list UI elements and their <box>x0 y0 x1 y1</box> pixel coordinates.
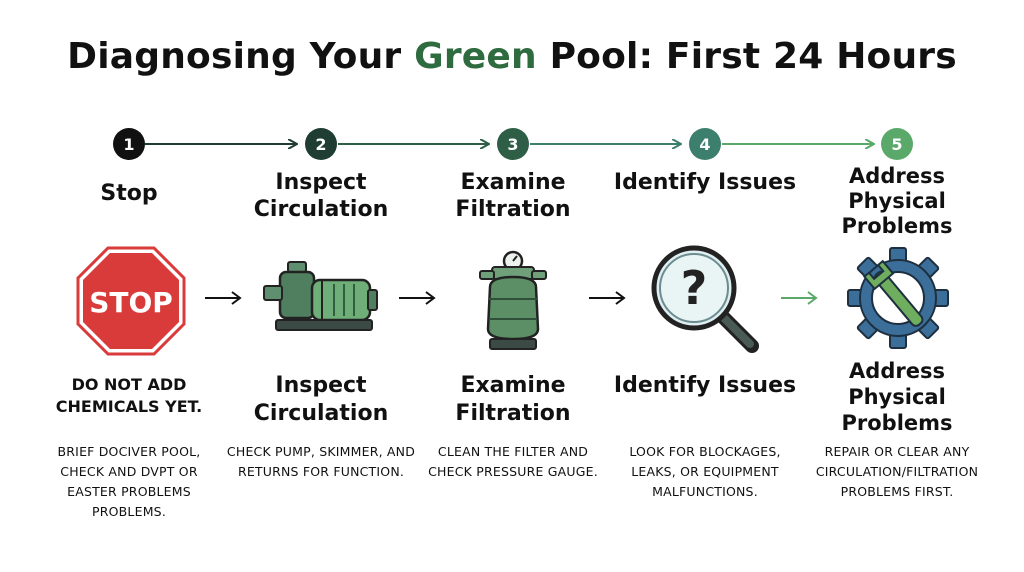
title-after: Pool: First 24 Hours <box>536 36 957 77</box>
stop-sign-icon: STOP <box>76 246 186 356</box>
stop-sign-text: STOP <box>89 286 173 319</box>
pool-pump-icon <box>263 261 378 331</box>
step-5-title: Address Physical Problems <box>841 164 953 238</box>
arrow-right-icon <box>781 291 818 305</box>
step-5-subtitle: Address Physical Problems <box>841 359 953 435</box>
step-4-description: LOOK FOR BLOCKAGES, LEAKS, OR EQUIPMENT … <box>629 444 781 499</box>
svg-text:1: 1 <box>123 135 134 154</box>
step-2-description: CHECK PUMP, SKIMMER, AND RETURNS FOR FUN… <box>226 444 416 479</box>
step-4-subtitle: Identify Issues <box>613 373 797 398</box>
title-before: Diagnosing Your <box>67 36 415 77</box>
step-3-description: CLEAN THE FILTER AND CHECK PRESSURE GAUG… <box>428 444 598 479</box>
step-3-subtitle: Examine Filtration <box>455 373 571 426</box>
step-3-title: Examine Filtration <box>455 170 571 222</box>
arrow-right-icon <box>205 291 242 305</box>
title-highlight: Green <box>414 36 537 77</box>
step-2-title: Inspect Circulation <box>253 170 389 222</box>
arrow-right-icon <box>589 291 626 305</box>
svg-text:?: ? <box>681 261 708 315</box>
step-number-5: 5 <box>881 128 913 160</box>
step-1-subtitle: DO NOT ADD CHEMICALS YET. <box>55 375 203 416</box>
step-2-subtitle: Inspect Circulation <box>253 373 389 426</box>
magnifier-question-icon: ? <box>651 245 759 353</box>
step-1-title: Stop <box>100 181 158 206</box>
svg-text:3: 3 <box>507 135 518 154</box>
svg-text:4: 4 <box>699 135 710 154</box>
step-number-3: 3 <box>497 128 529 160</box>
svg-text:2: 2 <box>315 135 326 154</box>
arrow-right-icon <box>399 291 436 305</box>
step-number-4: 4 <box>689 128 721 160</box>
step-1-description: BRIEF DOCIVER POOL, CHECK AND DVPT OR EA… <box>57 444 201 519</box>
step-5-description: REPAIR OR CLEAR ANY CIRCULATION/FILTRATI… <box>815 444 979 499</box>
step-number-1: 1 <box>113 128 145 160</box>
sand-filter-icon <box>479 250 547 350</box>
step-4-title: Identify Issues <box>613 170 797 195</box>
svg-text:5: 5 <box>891 135 902 154</box>
page-title: Diagnosing Your Green Pool: First 24 Hou… <box>0 36 1024 77</box>
gear-wrench-icon <box>847 247 949 349</box>
step-number-2: 2 <box>305 128 337 160</box>
